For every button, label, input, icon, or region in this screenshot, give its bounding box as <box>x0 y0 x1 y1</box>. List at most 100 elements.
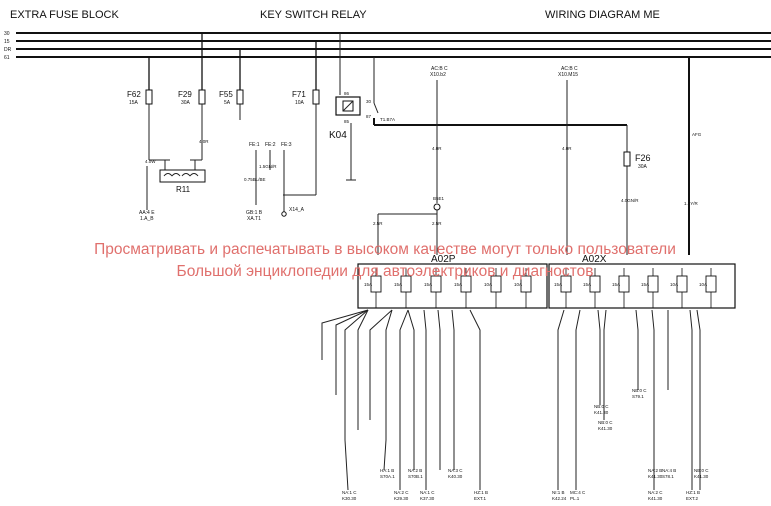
fuse-f26-id: F26 <box>635 153 651 163</box>
module-fuse-rating: 15A <box>612 282 620 287</box>
module-fuse: 15A <box>612 268 630 308</box>
terminal-label-p-sub: K30.30 <box>342 496 357 501</box>
terminal-label-p: NA:1 C <box>342 490 357 495</box>
watermark: Просматривать и распечатывать в высоком … <box>94 241 676 280</box>
fuse-f29: F29 30A <box>178 33 206 160</box>
module-fuse: 10A <box>699 268 717 308</box>
terminal-label-p: NA:1 C <box>420 490 435 495</box>
terminal-label-p: NA:3 C <box>448 468 463 473</box>
out-aa-sub: 1.A_B <box>140 216 154 222</box>
terminal-label-x: HZ:1 B <box>686 490 700 495</box>
module-fuse: 10A <box>514 268 532 308</box>
resistor-r11: R11 AA:4 E 1.A_B 4.0W 4.0R <box>139 139 209 222</box>
module-fuse: 15A <box>641 268 659 308</box>
fuse-f62-rating: 15A <box>129 100 139 106</box>
fuse-f55-id: F55 <box>219 90 233 99</box>
relay-output-label: T1.B7A <box>380 117 395 122</box>
relay-pin30: 30 <box>366 99 372 104</box>
fe1-label: FE:1 <box>249 142 260 148</box>
fuse-f62-id: F62 <box>127 90 141 99</box>
terminal-label-x: NB:0 C <box>694 468 709 473</box>
out-gb: GB:1 B <box>246 210 263 216</box>
module-fuse: 15A <box>364 268 382 308</box>
module-fuse-rating: 15A <box>554 282 562 287</box>
terminal-label-x-sub: K42.24 <box>552 496 567 501</box>
splice-b5e1: B5E1 <box>433 196 445 201</box>
feed-a02p: AC:B C X10.b2 4.0R B5E1 2.5R 2.5R <box>373 66 448 255</box>
module-fuse: 10A <box>484 268 502 308</box>
terminal-label-x: NB:0 C <box>598 420 613 425</box>
r11-label: R11 <box>176 185 191 194</box>
header-wiring-diagram-me: WIRING DIAGRAM ME <box>545 9 660 21</box>
module-fuse-rating: 10A <box>670 282 678 287</box>
ac-b1-sub: X10.b2 <box>430 72 446 78</box>
fuse-f29-rating: 30A <box>181 100 191 106</box>
rail-label-61: 61 <box>4 55 10 61</box>
relay-k04-label: K04 <box>329 130 347 141</box>
ac-b2-sub: X10.M15 <box>558 72 578 78</box>
terminal-label-x: NB:0 C <box>632 388 647 393</box>
module-fuse-rating: 15A <box>394 282 402 287</box>
splice-x14a: X14_A <box>289 207 305 213</box>
module-fuse-rating: 10A <box>514 282 522 287</box>
wire-fe-2: 0.75BL/BE <box>244 177 266 182</box>
fuse-f71: F71 10A <box>283 41 320 196</box>
module-fuse: 10A <box>670 268 688 308</box>
module-fuse-rating: 15A <box>424 282 432 287</box>
header-extra-fuse-block: EXTRA FUSE BLOCK <box>10 9 119 21</box>
module-fuse-rating: 15A <box>364 282 372 287</box>
wire-2-5r-b: 2.5R <box>432 221 442 226</box>
rail-label-30: 30 <box>4 31 10 37</box>
terminal-label-x-sub: K41.30 <box>598 426 613 431</box>
module-a02p: A02P 15A 15A 15A 15A 10A 10A <box>357 254 548 309</box>
out-gb-sub: XA.T1 <box>247 216 261 222</box>
terminal-label-x-sub: S78.1 <box>662 474 674 479</box>
wire-2-5r-a: 2.5R <box>373 221 383 226</box>
terminal-label-p-sub: EXT.1 <box>474 496 487 501</box>
fuse-f29-id: F29 <box>178 90 192 99</box>
afg-label: AFG <box>692 132 702 137</box>
wire-a02x-feed: 4.0R <box>562 146 572 151</box>
terminal-label-p: NA:2 C <box>394 490 409 495</box>
wire-fe-1: 1.5GN/R <box>259 164 277 169</box>
ac-b1: AC:B C <box>431 66 448 72</box>
fuse-f26-rating: 30A <box>638 164 648 170</box>
terminal-label-x: NI:1 B <box>552 490 565 495</box>
fe3-label: FE:3 <box>281 142 292 148</box>
module-fuse-rating: 10A <box>699 282 707 287</box>
terminal-label-x-sub: K41.30 <box>648 496 663 501</box>
module-fuse-rating: 15A <box>454 282 462 287</box>
terminal-label-p-sub: K37.30 <box>420 496 435 501</box>
terminal-label-p-sub: S70B.1 <box>408 474 423 479</box>
relay-pin86: 86 <box>344 91 350 96</box>
fuse-f71-rating: 10A <box>295 100 305 106</box>
watermark-line1: Просматривать и распечатывать в высоком … <box>94 241 676 258</box>
rail-label-15: 15 <box>4 39 10 45</box>
fuse-f62: F62 15A <box>127 57 153 160</box>
fuse-f71-id: F71 <box>292 90 306 99</box>
wire-4-0r-f29: 4.0R <box>199 139 209 144</box>
terminal-label-x-sub: EXT.2 <box>686 496 699 501</box>
terminal-label-x-sub: K41.30 <box>648 474 663 479</box>
terminal-label-x: NA:4 B <box>662 468 676 473</box>
relay-k04: K04 86 85 87 30 T1.B7A <box>329 33 627 181</box>
terminal-label-x: MC:4 C <box>570 490 586 495</box>
header-key-switch-relay: KEY SWITCH RELAY <box>260 9 367 21</box>
fuse-f55: F55 5A <box>219 49 244 120</box>
module-fuse: 15A <box>424 268 442 308</box>
module-fuse-rating: 10A <box>484 282 492 287</box>
fe2-label: FE:2 <box>265 142 276 148</box>
terminal-label-x: NA:2 C <box>648 490 663 495</box>
watermark-line2: Большой энциклопедии для автоэлектриков … <box>177 263 594 280</box>
terminal-label-x-sub: PL.1 <box>570 496 580 501</box>
terminal-label-p-sub: S70A.1 <box>380 474 395 479</box>
module-a02p-label: A02P <box>431 254 456 265</box>
terminal-label-x-sub: K41.30 <box>694 474 709 479</box>
ac-b2: AC:B C <box>561 66 578 72</box>
module-fuse-rating: 15A <box>641 282 649 287</box>
terminal-label-x-sub: S79.1 <box>632 394 644 399</box>
wire-f26: 4.0GN/R <box>621 198 639 203</box>
terminal-label-p-sub: K40.30 <box>448 474 463 479</box>
